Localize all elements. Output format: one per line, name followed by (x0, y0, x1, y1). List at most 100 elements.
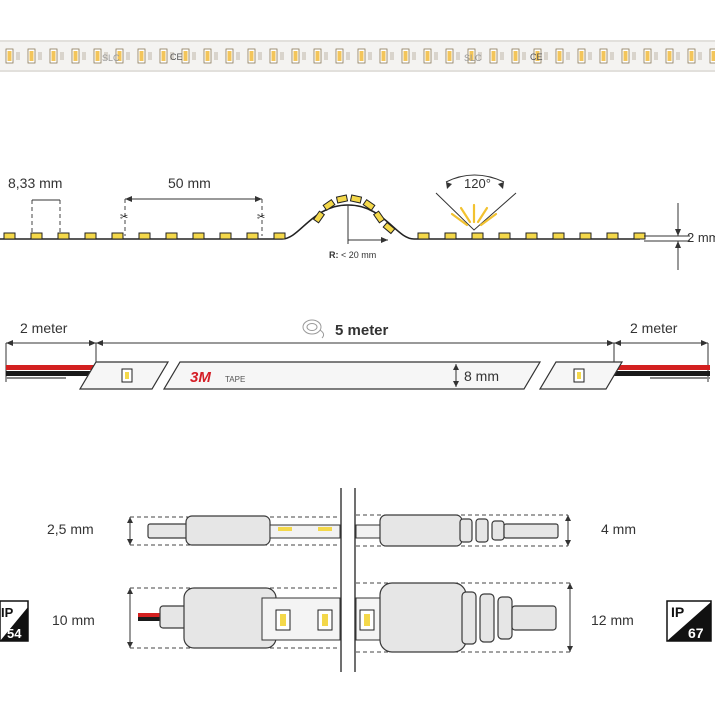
led-chip (606, 232, 619, 240)
led-chip (621, 48, 636, 64)
reel-icon (302, 319, 325, 339)
width-label: 8 mm (464, 368, 499, 384)
strip-backside: 3M TAPE 8 mm (162, 361, 542, 390)
led-chip (159, 48, 174, 64)
led-chip (599, 48, 614, 64)
led-chip (203, 48, 218, 64)
led-chip (246, 232, 259, 240)
led-chip (511, 48, 526, 64)
led-chip (30, 232, 43, 240)
led-chip (643, 48, 658, 64)
led-chip (219, 232, 232, 240)
led-chip (555, 48, 570, 64)
thick-left-label: 10 mm (52, 612, 95, 628)
split-lines (340, 488, 356, 672)
radius-prefix: R: (329, 250, 339, 260)
led-chip (467, 48, 482, 64)
led-chip (27, 48, 42, 64)
led-chip (489, 48, 504, 64)
strip-segment-left (78, 361, 170, 390)
led-chip (401, 48, 416, 64)
led-chip (687, 48, 702, 64)
led-chip (471, 232, 484, 240)
led-chip (577, 48, 592, 64)
bend-radius: R: < 20 mm (329, 205, 388, 260)
led-chip (498, 232, 511, 240)
led-chip (5, 48, 20, 64)
ip67-top: IP (671, 604, 684, 620)
tape-brand: 3M (190, 369, 211, 386)
led-chip (225, 48, 240, 64)
led-chip (417, 232, 430, 240)
led-chip (71, 48, 86, 64)
led-chip (709, 48, 715, 64)
lead-right-label: 2 meter (630, 320, 678, 336)
ce-mark-1: CE (170, 52, 183, 62)
led-chip (579, 232, 592, 240)
height-dimension: 2 mm (644, 203, 715, 270)
ip54-bottom: 54 (7, 626, 22, 641)
ip54-top: IP (1, 605, 14, 620)
scissors-icon: ✂ (120, 212, 128, 223)
led-chip (633, 232, 646, 240)
thin-left-label: 2,5 mm (47, 521, 94, 537)
led-chip (84, 232, 97, 240)
led-chip (273, 232, 286, 240)
ce-mark-2: CE (530, 52, 543, 62)
angle-label: 120° (464, 176, 491, 191)
lead-left-label: 2 meter (20, 320, 68, 336)
led-chip (269, 48, 284, 64)
endcap-thin-right: 4 mm (355, 514, 636, 547)
led-chip (445, 48, 460, 64)
scissors-icon: ✂ (257, 212, 265, 223)
led-chip (192, 232, 205, 240)
led-chip (3, 232, 16, 240)
brand-mark-2: SLC (464, 53, 482, 63)
beam-angle: 120° (435, 174, 517, 231)
pitch-dimension: 8,33 mm (8, 175, 62, 233)
led-chip (165, 232, 178, 240)
endcap-thick-left: 10 mm (52, 587, 341, 649)
led-chip (138, 232, 151, 240)
led-chip (379, 48, 394, 64)
radius-value: < 20 mm (341, 250, 376, 260)
led-chip (137, 48, 152, 64)
led-chip (111, 232, 124, 240)
ip67-badge: IP 67 (666, 600, 712, 642)
length-label: 5 meter (335, 322, 389, 339)
led-chip (444, 232, 457, 240)
cut-dimension: ✂ ✂ 50 mm (120, 175, 265, 236)
led-chip (665, 48, 680, 64)
led-chip (181, 48, 196, 64)
led-chip (115, 48, 130, 64)
wire-left (6, 365, 100, 379)
pitch-label: 8,33 mm (8, 175, 62, 191)
thin-right-label: 4 mm (601, 521, 636, 537)
ip67-bottom: 67 (688, 625, 704, 641)
brand-mark-1: SLC (102, 53, 120, 63)
cut-label: 50 mm (168, 175, 211, 191)
tape-word: TAPE (225, 375, 245, 384)
led-chip (423, 48, 438, 64)
led-chip (525, 232, 538, 240)
ip54-badge: IP 54 (0, 600, 29, 642)
strip-side-view (0, 194, 646, 240)
led-chip (93, 48, 108, 64)
led-chip (313, 48, 328, 64)
led-chip (247, 48, 262, 64)
thick-right-label: 12 mm (591, 612, 634, 628)
led-chip (291, 48, 306, 64)
strip-segment-right (538, 361, 624, 390)
strip-photo: SLC SLC CE CE (0, 40, 715, 72)
led-chip (552, 232, 565, 240)
led-chip (49, 48, 64, 64)
led-chip (335, 48, 350, 64)
wire-right (610, 365, 710, 379)
led-chip (57, 232, 70, 240)
endcap-thin-left: 2,5 mm (47, 515, 341, 546)
led-chip (357, 48, 372, 64)
led-chip (533, 48, 548, 64)
endcap-thick-right: 12 mm (355, 582, 634, 653)
height-label: 2 mm (687, 230, 715, 245)
